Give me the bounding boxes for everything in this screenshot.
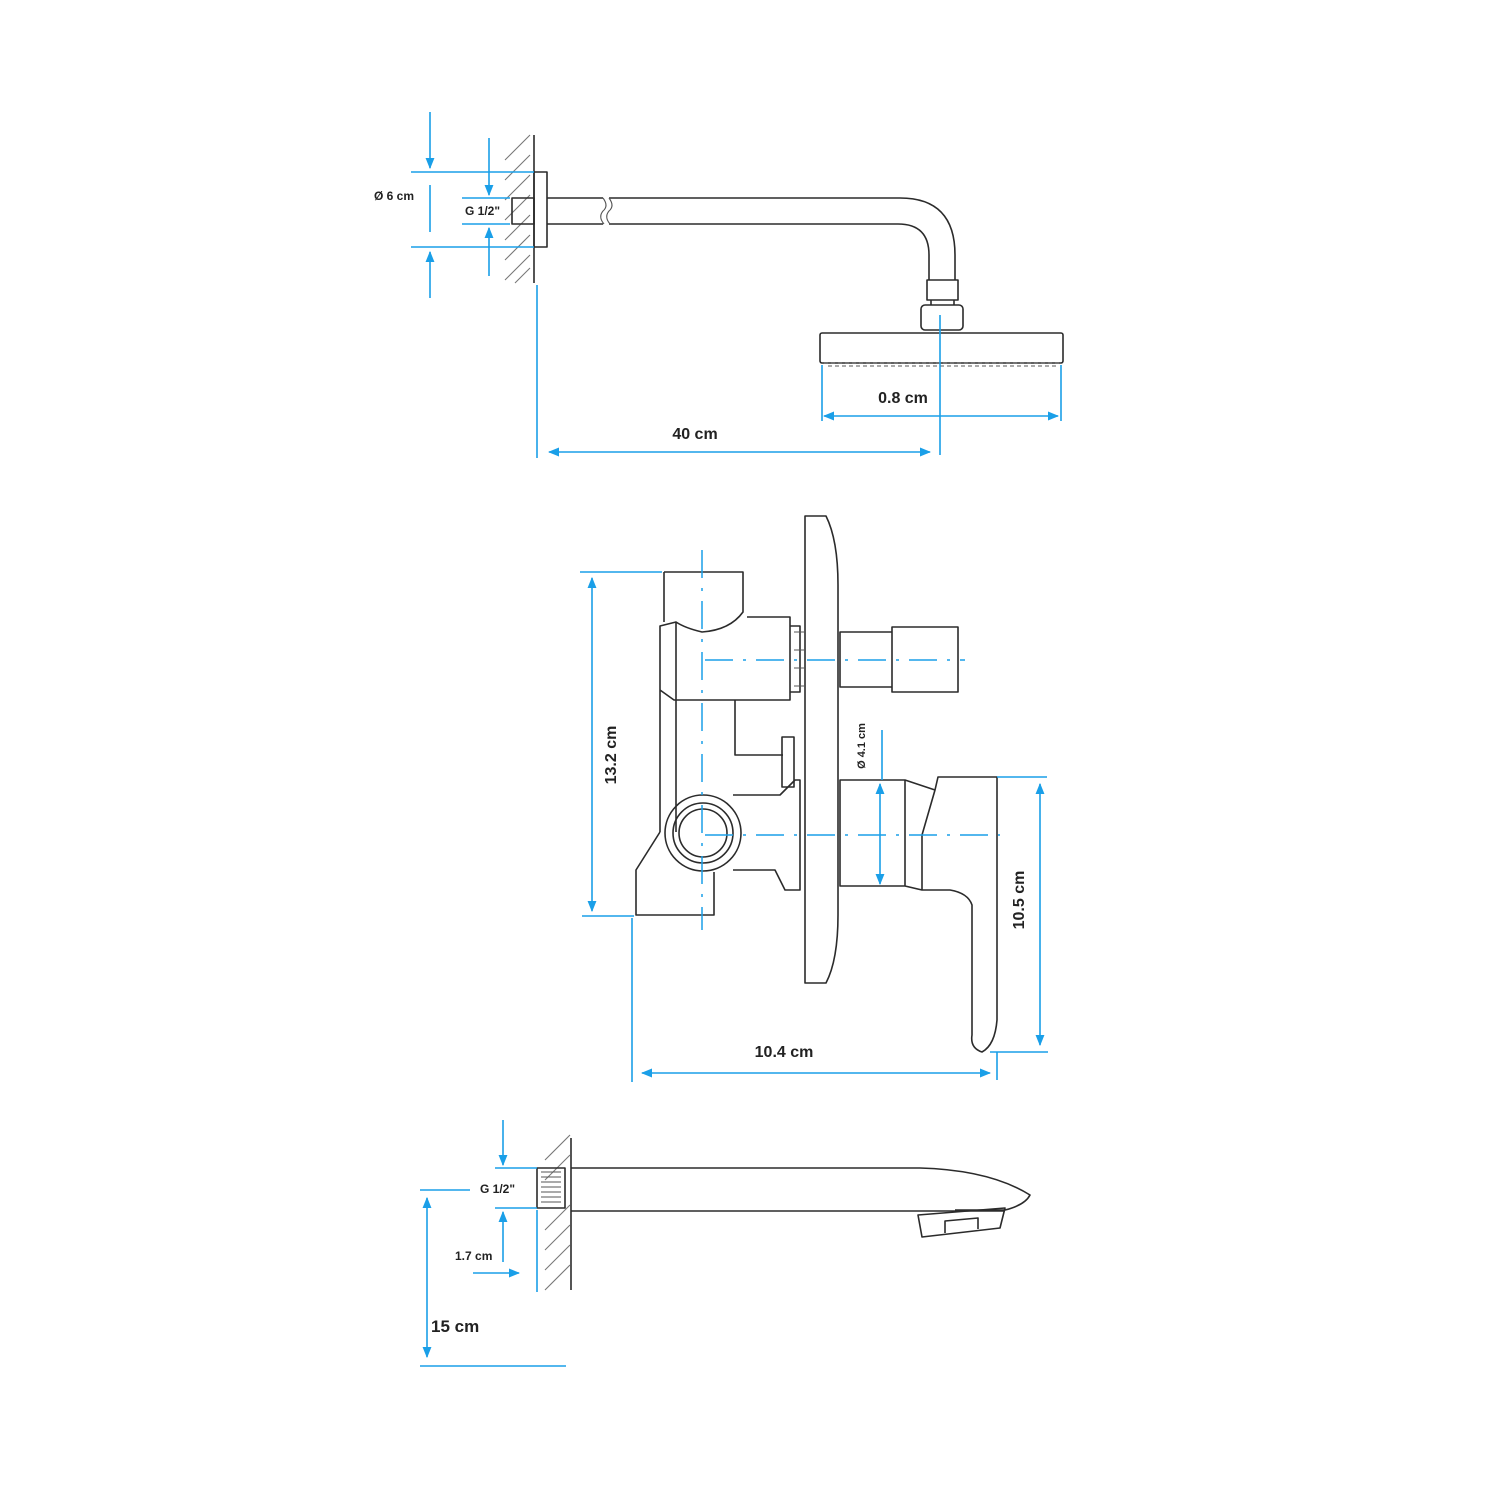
thread-stub (511, 197, 535, 225)
spout-aerator (917, 1207, 1006, 1238)
shower-head-nozzles (824, 362, 1060, 367)
spout-thread (536, 1167, 566, 1209)
outlet-fitting (664, 794, 742, 872)
diverter-stem (781, 736, 795, 788)
shower-head (819, 332, 1064, 364)
wall-flange (533, 171, 548, 248)
spout-height-label: 15 cm (431, 1317, 479, 1336)
mixer-view: 13.2 cm Ø 4.1 cm 10.5 cm 10.4 cm (580, 515, 1048, 1082)
break-mark (600, 197, 613, 225)
head-dimension-label: 0.8 cm (878, 390, 928, 407)
lever-height-label: 10.5 cm (1011, 871, 1028, 930)
body-height-label: 13.2 cm (603, 726, 620, 785)
depth-label: 10.4 cm (755, 1044, 814, 1061)
arm-length-label: 40 cm (672, 426, 717, 443)
handle-lever (839, 776, 998, 1053)
flange-diameter-label: Ø 6 cm (374, 189, 414, 203)
spout-body (571, 1167, 1031, 1212)
wall-offset-label: 1.7 cm (455, 1249, 492, 1263)
spout-view: G 1/2" 15 cm 1.7 cm (420, 1120, 1031, 1367)
cover-plate (804, 515, 839, 984)
arm-thread-label: G 1/2" (465, 204, 500, 218)
arm-pipe (547, 197, 956, 280)
shower-arm-view: Ø 6 cm G 1/2" 40 cm 0.8 cm (374, 112, 1064, 458)
spout-thread-label: G 1/2" (480, 1182, 515, 1196)
diverter-knob (839, 626, 959, 693)
ball-joint (920, 304, 964, 331)
handle-diameter-label: Ø 4.1 cm (856, 723, 868, 769)
arm-nut (926, 279, 959, 301)
wall-hatch (544, 1134, 572, 1291)
valve-body (659, 571, 801, 832)
wall-hatch (504, 134, 535, 284)
